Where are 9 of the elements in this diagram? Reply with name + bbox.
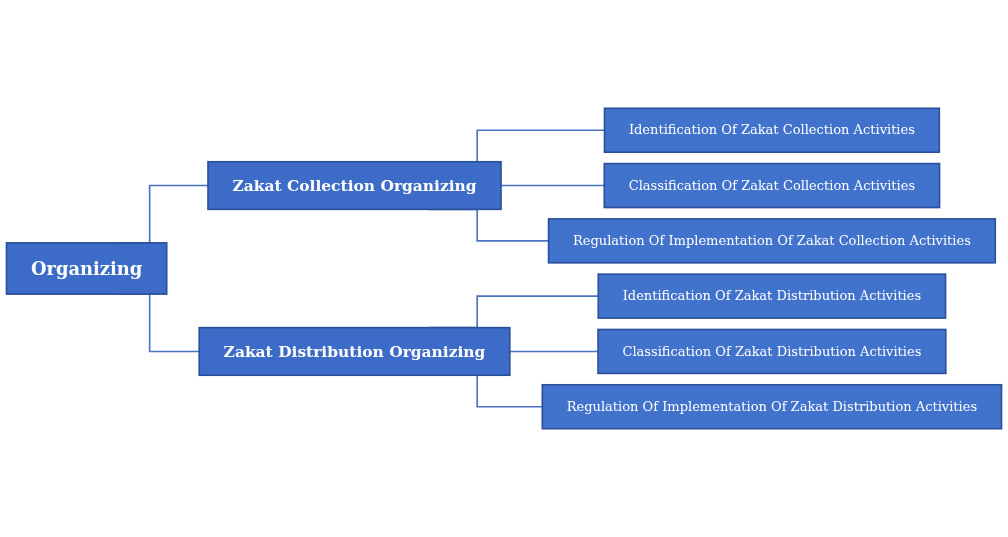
node-box: Identification Of Zakat Distribution Activities xyxy=(597,273,947,319)
node-box: Classification Of Zakat Collection Activities xyxy=(603,162,941,209)
node-box: Zakat Distribution Organizing xyxy=(198,326,511,377)
node-box: Classification Of Zakat Distribution Activities xyxy=(597,328,947,375)
node-box: Regulation Of Implementation Of Zakat Distribution Activities xyxy=(541,383,1003,430)
node-box: Organizing xyxy=(5,242,168,295)
node-box: Zakat Collection Organizing xyxy=(207,160,502,211)
node-box: Regulation Of Implementation Of Zakat Collection Activities xyxy=(547,218,997,264)
node-box: Identification Of Zakat Collection Activities xyxy=(603,107,941,154)
